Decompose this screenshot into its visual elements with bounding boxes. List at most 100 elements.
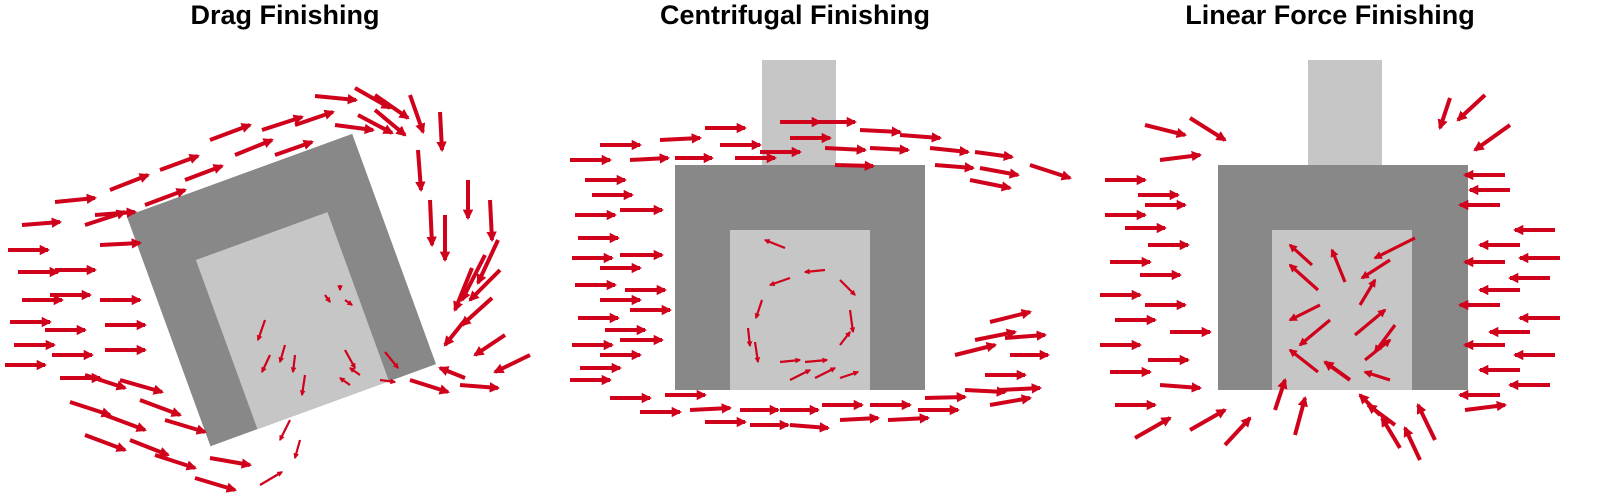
centrifugal-flow-arrow [999, 383, 1043, 394]
centrifugal-inner-flow-arrow [804, 357, 829, 364]
centrifugal-inner-flow-arrow [779, 357, 802, 364]
drag-media-flow-arrows [5, 86, 531, 493]
drag-flow-arrow [460, 296, 494, 327]
drag-flow-arrow [194, 476, 237, 493]
drag-flow-arrow [453, 267, 474, 312]
drag-part [195, 212, 390, 430]
drag-flow-arrow [119, 378, 164, 395]
linear-flow-arrow [1403, 426, 1422, 461]
drag-flow-arrow [109, 173, 150, 192]
drag-flow-arrow [234, 138, 274, 157]
linear-flow-arrow [1159, 150, 1203, 162]
linear-flow-arrow [1223, 416, 1252, 447]
drag-flow-arrow [357, 113, 394, 135]
drag-flow-arrow [184, 164, 224, 182]
drag-inner-flow-arrow [299, 374, 307, 397]
linear-flow-arrow [1134, 416, 1172, 440]
drag-inner-flow-arrow [256, 319, 267, 342]
linear-inner-flow-arrow [1288, 243, 1314, 267]
centrifugal-inner-flow-arrow [768, 276, 791, 287]
drag-flow-arrow [159, 153, 200, 172]
drag-flow-arrow [373, 108, 407, 137]
linear-flow-arrow [1144, 123, 1188, 139]
drag-flow-arrow [460, 254, 487, 302]
linear-media-flow-arrows [1100, 93, 1560, 461]
linear-flow-arrow [1366, 403, 1397, 427]
linear-inner-flow-arrow [1288, 303, 1321, 322]
centrifugal-flow-arrow [969, 178, 1013, 192]
centrifugal-inner-flow-arrow [753, 341, 761, 364]
centrifugal-inner-flow-arrow [763, 238, 786, 250]
centrifugal-part [730, 230, 870, 390]
linear-flow-arrow [1293, 395, 1308, 436]
linear-flow-arrow [1188, 116, 1227, 142]
centrifugal-inner-flow-arrow [814, 367, 837, 379]
centrifugal-flow-arrow [934, 162, 976, 173]
linear-inner-flow-arrow [1288, 348, 1319, 374]
drag-flow-arrow [209, 456, 253, 469]
linear-flow-arrow [1473, 123, 1512, 152]
drag-flow-arrow [473, 333, 507, 357]
drag-inner-flow-arrow [384, 351, 399, 369]
centrifugal-flow-arrow [929, 145, 971, 157]
drag-inner-flow-arrow [278, 344, 287, 364]
drag-flow-arrow [459, 382, 501, 393]
centrifugal-inner-flow-arrow [803, 268, 826, 275]
drag-flow-arrow [415, 149, 426, 193]
drag-flow-arrow [486, 199, 497, 243]
drag-flow-arrow [164, 418, 207, 435]
drag-inner-flow-arrow [344, 299, 353, 306]
centrifugal-flow-arrow [964, 386, 1008, 397]
linear-inner-flow-arrow [1330, 248, 1347, 283]
centrifugal-flow-arrow [859, 126, 903, 137]
linear-flow-arrow [1380, 416, 1402, 450]
linear-inner-flow-arrow [1363, 370, 1391, 382]
drag-flow-arrow [443, 318, 467, 347]
drag-flow-arrow [104, 413, 147, 432]
drag-flow-arrow [436, 111, 447, 153]
linear-inner-flow-arrow [1358, 278, 1377, 306]
drag-flow-arrow [426, 199, 437, 248]
linear-flow-arrow [1323, 360, 1352, 382]
centrifugal-flow-arrow [789, 422, 831, 433]
centrifugal-flow-arrow [659, 133, 703, 144]
centrifugal-inner-flow-arrow [839, 279, 856, 296]
drag-flow-arrow [409, 378, 450, 395]
drag-flow-arrow [334, 123, 376, 135]
centrifugal-flow-arrow [629, 153, 671, 164]
centrifugal-flow-arrow [887, 413, 931, 424]
drag-flow-arrow [408, 94, 426, 134]
drag-inner-flow-arrow [261, 354, 271, 374]
centrifugal-flow-arrow [824, 144, 868, 155]
drag-flow-arrow [354, 86, 392, 110]
drag-inner-flow-arrow [379, 378, 397, 385]
drag-flow-arrow [21, 217, 63, 228]
centrifugal-inner-flow-arrow [754, 299, 764, 320]
drag-flow-arrow [468, 268, 502, 302]
linear-part [1272, 230, 1412, 390]
drag-flow-arrow [84, 373, 127, 391]
drag-inner-flow-arrow [279, 419, 291, 442]
drag-flow-arrow [209, 123, 252, 142]
drag-inner-flow-arrow [290, 354, 297, 374]
drag-flow-arrow [69, 400, 112, 418]
centrifugal-finishing-panel [570, 60, 1072, 433]
linear-inner-flow-arrow [1298, 318, 1332, 347]
drag-flow-arrow [373, 93, 410, 120]
drag-finishing-panel [5, 86, 531, 493]
linear-flow-arrow [1273, 378, 1288, 411]
drag-inner-flow-arrow [259, 471, 283, 486]
centrifugal-spindle [762, 60, 836, 165]
drag-finishing-title: Drag Finishing [190, 0, 380, 30]
drag-flow-arrow [144, 188, 187, 207]
centrifugal-flow-arrow [974, 328, 1018, 342]
centrifugal-flow-arrow [1004, 330, 1048, 341]
centrifugal-flow-arrow [954, 341, 998, 357]
drag-flow-arrow [294, 109, 335, 127]
centrifugal-flow-arrow [899, 132, 943, 143]
drag-flow-arrow [438, 366, 466, 380]
centrifugal-media-flow-arrows [570, 116, 1072, 433]
centrifugal-finishing-title: Centrifugal Finishing [660, 0, 930, 30]
linear-flow-arrow [1159, 382, 1203, 393]
